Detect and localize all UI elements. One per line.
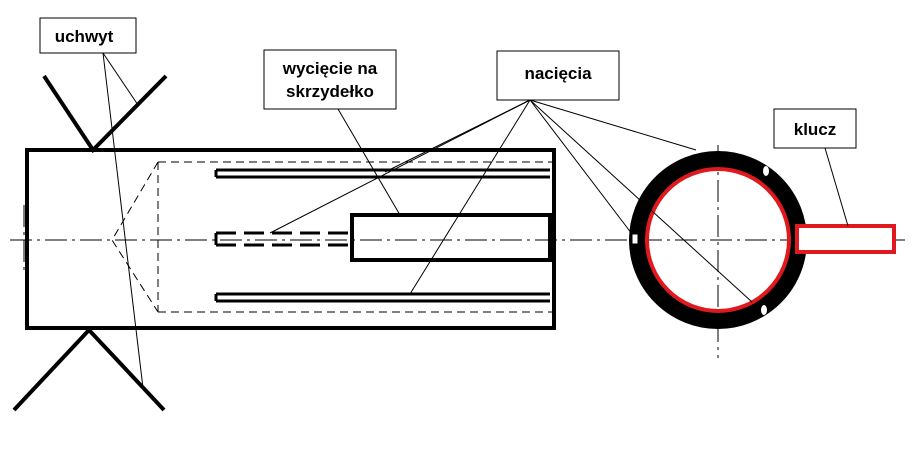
ring-notch-left — [631, 233, 639, 245]
cylinder-body — [25, 148, 556, 330]
slot-middle-dashed — [214, 231, 352, 247]
ring-notch-bottom — [761, 305, 767, 315]
wing-cutout — [350, 213, 552, 262]
grip-upper-jaw — [42, 74, 168, 154]
slot-upper — [214, 168, 550, 179]
label-wyciecie-line2: skrzydełko — [286, 82, 374, 101]
leader-lines — [102, 52, 849, 389]
key-shaft — [795, 224, 896, 254]
ring-notch-top — [763, 166, 769, 176]
label-uchwyt-text: uchwyt — [55, 27, 114, 46]
label-uchwyt: uchwyt — [39, 17, 137, 54]
ring-inner-red — [645, 167, 791, 313]
label-naciecia: nacięcia — [496, 50, 620, 101]
label-naciecia-text: nacięcia — [524, 64, 592, 83]
slot-lower — [214, 292, 550, 303]
label-wyciecie-line1: wycięcie na — [282, 59, 378, 78]
label-klucz-text: klucz — [794, 120, 837, 139]
hidden-bore — [111, 161, 554, 313]
label-wyciecie: wycięcie na skrzydełko — [263, 49, 397, 110]
label-klucz: klucz — [773, 108, 857, 149]
grip-lower-jaw — [12, 327, 166, 412]
